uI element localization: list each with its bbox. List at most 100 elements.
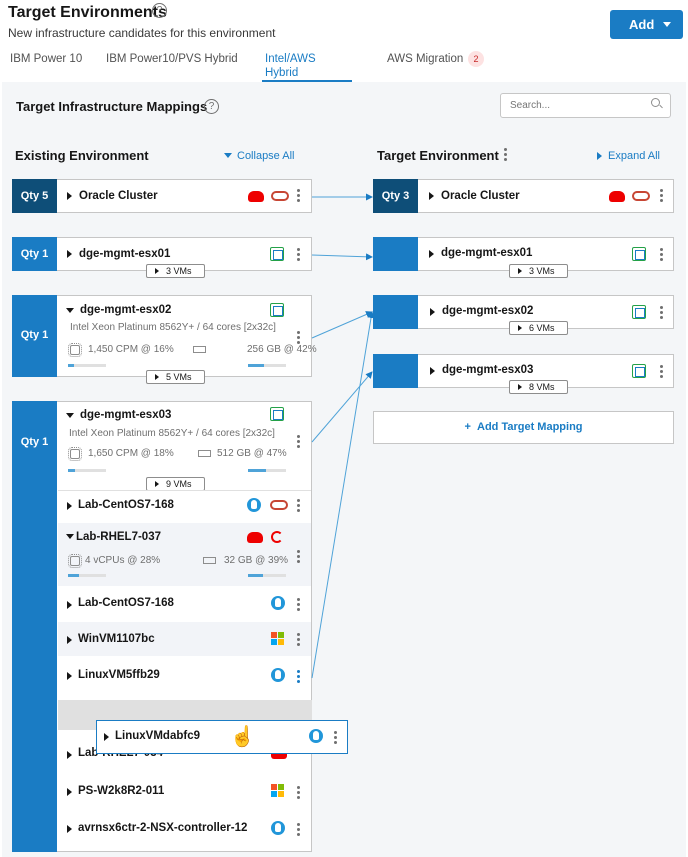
overflow-menu-icon[interactable] (660, 365, 664, 380)
expand-caret-icon[interactable] (67, 672, 72, 680)
vm-icon (270, 303, 284, 317)
overflow-menu-icon[interactable] (660, 189, 664, 204)
cpu-icon (68, 554, 82, 568)
overflow-menu-icon[interactable] (297, 435, 301, 450)
expand-caret-icon[interactable] (104, 733, 109, 741)
overflow-menu-icon[interactable] (504, 148, 508, 163)
qty-badge (373, 354, 418, 388)
cpu-bar (68, 364, 106, 367)
centos-stream-icon (271, 531, 283, 543)
redhat-icon (247, 532, 263, 543)
vm-icon (632, 247, 646, 261)
overflow-menu-icon[interactable] (297, 248, 301, 263)
overflow-menu-icon[interactable] (297, 633, 301, 648)
expand-caret-icon[interactable] (67, 192, 72, 200)
host-name: dge-mgmt-esx02 (442, 305, 534, 317)
linux-icon (309, 729, 323, 743)
vm-icon (270, 407, 284, 421)
expand-caret-icon[interactable] (67, 636, 72, 644)
expand-caret-icon[interactable] (67, 751, 72, 759)
overflow-menu-icon[interactable] (297, 823, 301, 838)
expand-caret-icon[interactable] (67, 601, 72, 609)
help-icon[interactable]: ? (204, 99, 219, 114)
overflow-menu-icon[interactable] (660, 248, 664, 263)
overflow-menu-icon[interactable] (660, 306, 664, 321)
overflow-menu-icon[interactable] (334, 731, 338, 746)
memory-bar (248, 469, 286, 472)
tab-ibm-power-10[interactable]: IBM Power 10 (10, 53, 83, 65)
cpu-description: Intel Xeon Platinum 8562Y+ / 64 cores [2… (70, 322, 276, 333)
caret-right-icon (597, 152, 602, 160)
vm-name[interactable]: PS-W2k8R2-011 (78, 785, 165, 797)
vm-name[interactable]: LinuxVM5ffb29 (78, 669, 160, 681)
tab-aws-migration[interactable]: AWS Migration (387, 53, 464, 65)
expand-caret-icon[interactable] (430, 308, 435, 316)
vm-count-toggle[interactable]: 6 VMs (509, 321, 568, 335)
expand-caret-icon[interactable] (67, 250, 72, 258)
qty-badge: Qty 5 (12, 179, 57, 213)
collapse-all-label: Collapse All (237, 150, 295, 162)
vm-name[interactable]: Lab-CentOS7-168 (78, 499, 174, 511)
page-subtitle: New infrastructure candidates for this e… (8, 26, 276, 40)
qty-badge (373, 295, 418, 329)
vm-count-toggle[interactable]: 3 VMs (146, 264, 205, 278)
oracle-icon (270, 500, 288, 510)
memory-icon (203, 557, 216, 564)
existing-group-esx01[interactable] (12, 237, 312, 271)
qty-badge: Qty 3 (373, 179, 418, 213)
vm-count-toggle[interactable]: 5 VMs (146, 370, 205, 384)
vm-name[interactable]: avrnsx6ctr-2-NSX-controller-12 (78, 822, 248, 834)
expand-caret-icon[interactable] (67, 502, 72, 510)
expand-caret-icon[interactable] (429, 250, 434, 258)
host-name: dge-mgmt-esx01 (441, 247, 533, 259)
add-button[interactable]: Add (610, 10, 683, 39)
linux-icon (271, 668, 285, 682)
memory-bar (248, 574, 286, 577)
overflow-menu-icon[interactable] (297, 598, 301, 613)
group-name: Oracle Cluster (441, 190, 520, 202)
search-input[interactable] (500, 93, 671, 118)
cpu-usage: 1,450 CPM @ 16% (88, 344, 174, 355)
chevron-down-icon (663, 22, 671, 27)
expand-all-link[interactable]: Expand All (597, 150, 660, 162)
existing-group-oracle-cluster[interactable] (12, 179, 312, 213)
help-icon[interactable]: ? (152, 3, 167, 18)
oracle-icon (271, 191, 289, 201)
group-name: Oracle Cluster (79, 190, 158, 202)
overflow-menu-icon[interactable] (297, 670, 301, 685)
expand-caret-icon[interactable] (67, 825, 72, 833)
cpu-bar (68, 574, 106, 577)
overflow-menu-icon[interactable] (297, 550, 301, 565)
linux-icon (247, 498, 261, 512)
oracle-icon (632, 191, 650, 201)
grab-cursor-icon: ☝ (230, 726, 255, 748)
overflow-menu-icon[interactable] (297, 786, 301, 801)
expand-caret-icon[interactable] (67, 788, 72, 796)
vm-count-toggle[interactable]: 9 VMs (146, 477, 205, 491)
expand-caret-icon[interactable] (429, 192, 434, 200)
qty-badge: Qty 1 (12, 295, 57, 377)
dragging-vm-card[interactable] (96, 720, 348, 754)
vm-name[interactable]: Lab-RHEL7-037 (76, 531, 161, 543)
collapse-all-link[interactable]: Collapse All (224, 150, 295, 162)
vm-name[interactable]: Lab-CentOS7-168 (78, 597, 174, 609)
tab-ibm-power10-pvs-hybrid[interactable]: IBM Power10/PVS Hybrid (106, 53, 238, 65)
expand-caret-icon[interactable] (430, 367, 435, 375)
overflow-menu-icon[interactable] (297, 499, 301, 514)
overflow-menu-icon[interactable] (297, 189, 301, 204)
tab-intel-aws-hybrid[interactable]: Intel/AWS Hybrid (262, 52, 352, 82)
vm-count-toggle[interactable]: 8 VMs (509, 380, 568, 394)
caret-down-icon (224, 153, 232, 158)
page-title: Target Environments (8, 4, 167, 21)
collapse-caret-icon[interactable] (66, 413, 74, 418)
cpu-bar (68, 469, 106, 472)
collapse-caret-icon[interactable] (66, 308, 74, 313)
memory-icon (198, 450, 211, 457)
add-target-mapping-button[interactable]: + Add Target Mapping (373, 411, 674, 444)
collapse-caret-icon[interactable] (66, 534, 74, 539)
redhat-icon (609, 191, 625, 202)
target-group-oracle-cluster[interactable] (373, 179, 674, 213)
vm-name[interactable]: WinVM1107bc (78, 633, 155, 645)
overflow-menu-icon[interactable] (297, 331, 301, 346)
vm-count-toggle[interactable]: 3 VMs (509, 264, 568, 278)
